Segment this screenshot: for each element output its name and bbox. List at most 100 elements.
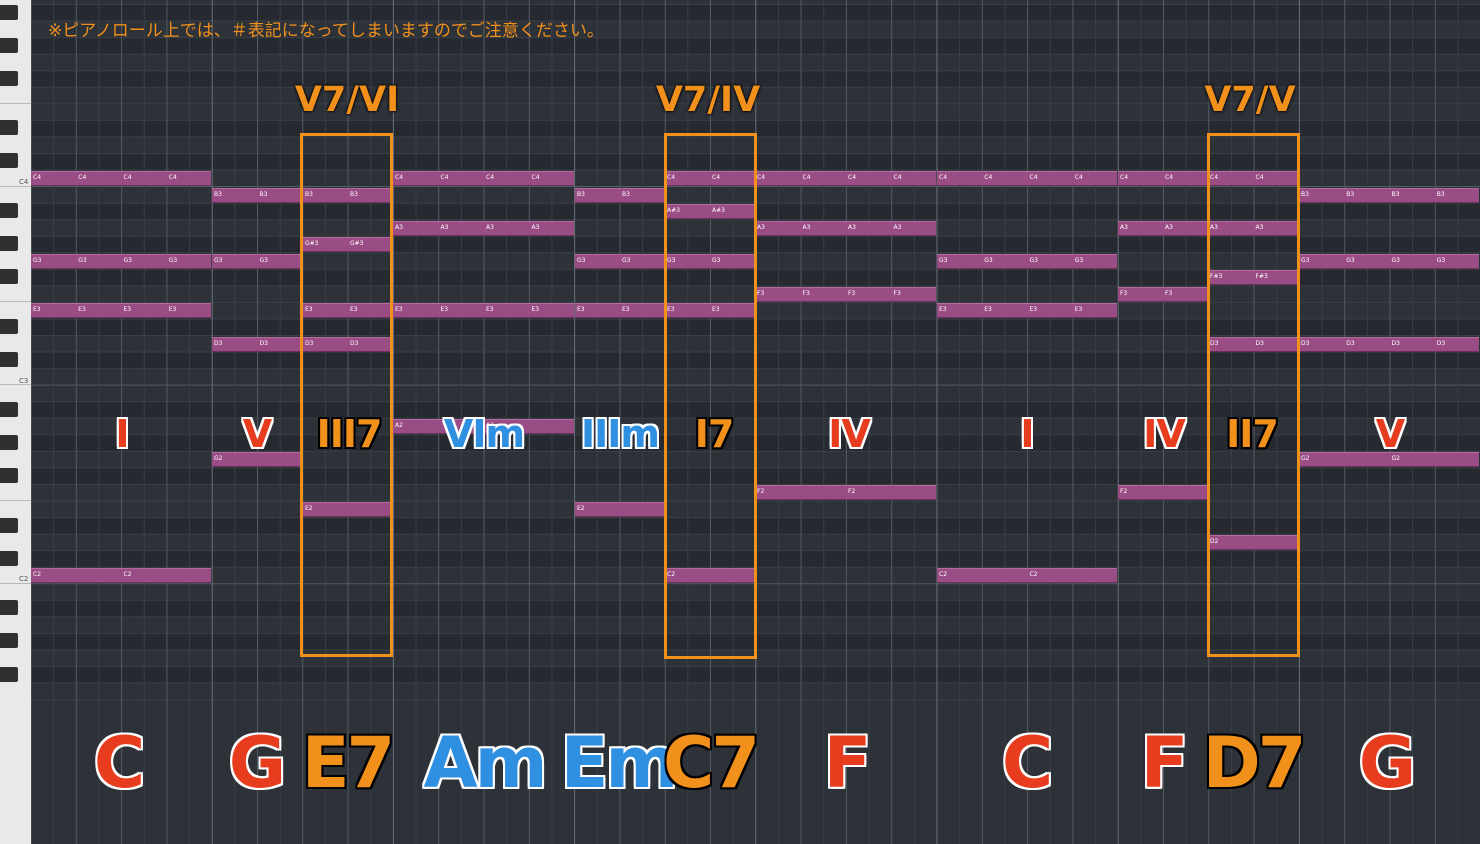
black-key[interactable] — [0, 203, 18, 219]
note-label: B3 — [1346, 190, 1355, 198]
midi-note[interactable]: F2 — [1118, 485, 1207, 501]
note-label: C2 — [123, 571, 132, 579]
black-key[interactable] — [0, 120, 18, 136]
black-key[interactable] — [0, 434, 18, 450]
note-label: G3 — [259, 256, 268, 264]
black-key[interactable] — [0, 401, 18, 417]
note-label: A3 — [1210, 223, 1218, 231]
note-label: C4 — [893, 174, 902, 181]
note-label: E3 — [123, 306, 132, 314]
black-key[interactable] — [0, 37, 18, 53]
black-key[interactable] — [0, 600, 18, 616]
black-key[interactable] — [0, 153, 18, 169]
note-label: G3 — [33, 256, 42, 264]
note-label: C4 — [486, 174, 495, 181]
black-key[interactable] — [0, 467, 18, 483]
black-key[interactable] — [0, 269, 18, 285]
secondary-dominant-label: V7/VI — [294, 80, 400, 120]
note-label: C4 — [757, 174, 766, 181]
midi-note[interactable]: D3 D3 — [1208, 336, 1298, 352]
grid-lines — [31, 0, 1480, 844]
black-key[interactable] — [0, 633, 18, 649]
note-label: G#3 — [350, 240, 364, 248]
black-key[interactable] — [0, 550, 18, 566]
black-key[interactable] — [0, 70, 18, 86]
note-label: E3 — [622, 306, 630, 314]
midi-note[interactable]: G2 — [212, 452, 302, 468]
midi-note[interactable]: G3 G3 — [575, 253, 664, 269]
note-label: G3 — [577, 256, 586, 264]
note-label: D3 — [1346, 339, 1355, 347]
midi-note[interactable]: E2 — [303, 502, 392, 517]
note-label: E3 — [350, 306, 358, 314]
note-label: D3 — [1255, 339, 1264, 347]
white-key-divider — [0, 500, 31, 501]
chord-name-label: Am — [423, 722, 547, 804]
note-label: A3 — [848, 223, 856, 231]
note-label: F3 — [802, 289, 810, 297]
note-label: C4 — [667, 174, 676, 181]
black-key[interactable] — [0, 352, 18, 368]
note-label: F3 — [757, 289, 765, 297]
black-key[interactable] — [0, 236, 18, 252]
note-label: D3 — [214, 339, 223, 347]
secondary-dominant-box — [300, 133, 393, 657]
note-label: G2 — [1391, 455, 1400, 463]
midi-note[interactable]: C2 — [665, 568, 754, 584]
black-key[interactable] — [0, 517, 18, 533]
chord-name-label: C — [93, 722, 145, 804]
black-key[interactable] — [0, 318, 18, 334]
note-label: B3 — [214, 190, 222, 198]
note-label: C4 — [802, 174, 811, 181]
black-key[interactable] — [0, 4, 18, 20]
black-key[interactable] — [0, 666, 18, 682]
note-label: G3 — [168, 256, 178, 264]
midi-note[interactable]: E2 — [575, 502, 664, 517]
note-label: D3 — [1436, 339, 1446, 347]
midi-note[interactable]: D2 — [1208, 535, 1298, 551]
note-label: D3 — [1210, 339, 1219, 347]
note-label: G3 — [622, 256, 631, 264]
